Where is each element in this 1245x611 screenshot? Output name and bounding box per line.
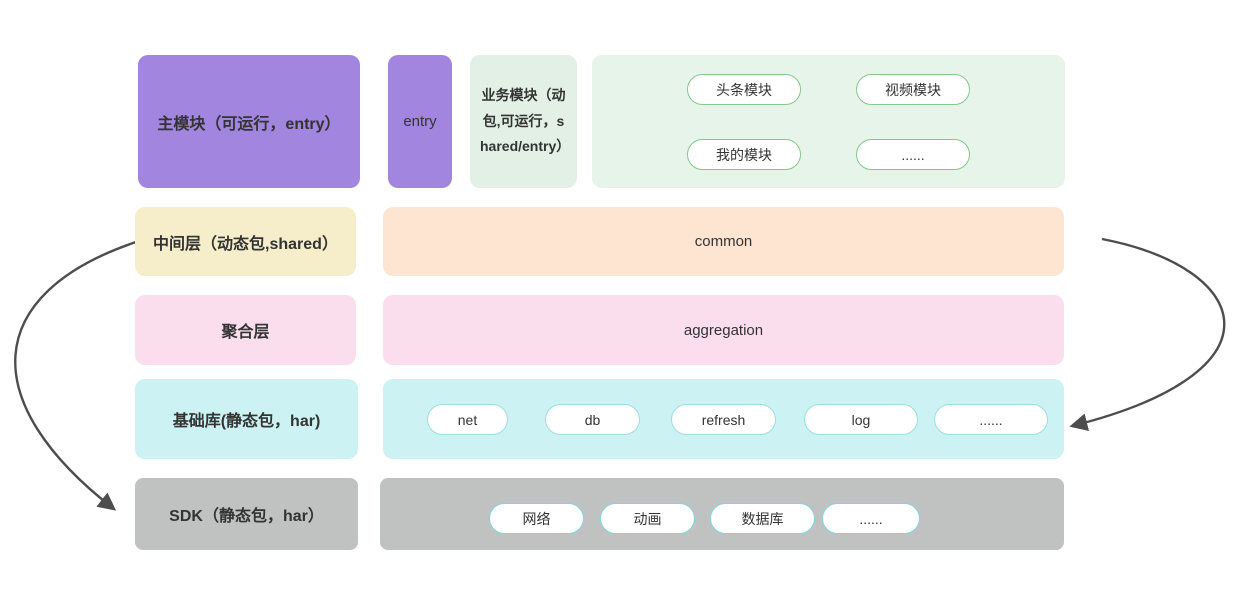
sdk-pill-network: 网络 [489,503,584,534]
aggregation-box: aggregation [383,295,1064,365]
sdk-pill-animation: 动画 [600,503,695,534]
sdk-pill-label: ...... [859,510,883,527]
feature-pill-toutiao: 头条模块 [687,74,801,105]
base-pill-label: db [584,411,601,428]
feature-pill-more: ...... [856,139,970,170]
base-library-container: net db refresh log ...... [383,379,1064,459]
entry-label: entry [403,113,437,130]
base-library-box: 基础库(静态包，har) [135,379,358,459]
sdk-layer-box: SDK（静态包，har） [135,478,358,550]
feature-pill-label: 视频模块 [885,81,941,98]
base-pill-log: log [804,404,918,435]
base-pill-label: log [851,411,871,428]
aggregation-layer-label: 聚合层 [221,324,270,341]
arrow-middle-to-sdk [14,240,137,511]
sdk-pill-label: 网络 [522,510,551,527]
sdk-pill-database: 数据库 [710,503,815,534]
sdk-pill-label: 数据库 [741,510,784,527]
business-module-label: 业务模块（动包,可运行，shared/entry） [480,86,571,155]
base-pill-more: ...... [934,404,1048,435]
sdk-pill-more: ...... [822,503,920,534]
common-box: common [383,207,1064,276]
base-pill-refresh: refresh [671,404,776,435]
feature-pill-mine: 我的模块 [687,139,801,170]
middle-layer-box: 中间层（动态包,shared） [135,207,356,276]
middle-layer-label: 中间层（动态包,shared） [153,235,338,253]
feature-modules-container: 头条模块 视频模块 我的模块 ...... [592,55,1065,188]
main-module-label: 主模块（可运行，entry） [157,115,341,133]
common-label: common [694,233,753,250]
sdk-container: 网络 动画 数据库 ...... [380,478,1064,550]
feature-pill-label: ...... [901,146,925,163]
arrow-common-to-base [1069,237,1226,432]
feature-pill-label: 头条模块 [716,81,772,98]
base-pill-label: refresh [701,411,746,428]
base-pill-net: net [427,404,508,435]
base-pill-label: ...... [979,411,1003,428]
base-pill-db: db [545,404,640,435]
entry-box: entry [388,55,452,188]
main-module-box: 主模块（可运行，entry） [138,55,360,188]
base-library-label: 基础库(静态包，har) [172,413,321,430]
feature-pill-label: 我的模块 [716,146,772,163]
aggregation-label: aggregation [683,321,764,339]
sdk-pill-label: 动画 [633,510,662,527]
business-module-box: 业务模块（动包,可运行，shared/entry） [470,55,577,188]
aggregation-layer-box: 聚合层 [135,295,356,365]
base-pill-label: net [457,411,478,428]
sdk-layer-label: SDK（静态包，har） [169,508,324,525]
feature-pill-video: 视频模块 [856,74,970,105]
